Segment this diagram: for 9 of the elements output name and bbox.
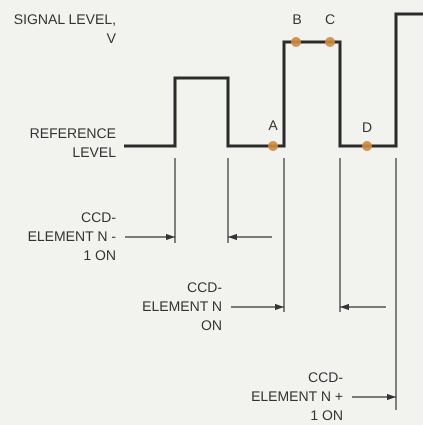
point-label: A [267,116,279,135]
point-label: B [291,10,303,29]
point-label: C [324,10,336,29]
axis-label: CCD- ELEMENT N + 1 ON [250,368,343,425]
axis-label: REFERENCE LEVEL [28,124,116,162]
axis-label: CCD- ELEMENT N ON [141,278,222,335]
axis-label: CCD- ELEMENT N - 1 ON [26,208,116,265]
point-label: D [360,118,374,137]
axis-label: SIGNAL LEVEL, V [12,10,116,48]
